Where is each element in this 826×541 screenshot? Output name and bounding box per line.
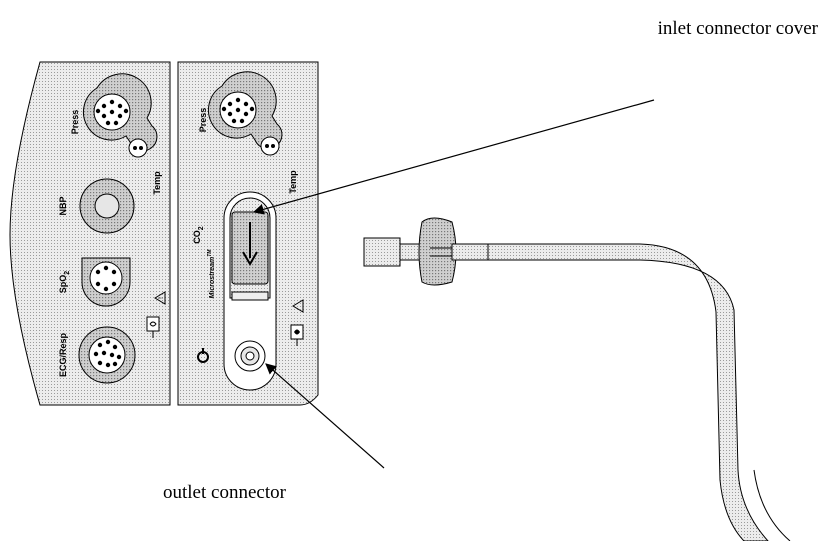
- outlet-callout-line: [265, 363, 385, 469]
- left-module: Press Temp NBP SpO2 !: [9, 61, 171, 406]
- svg-text:!: !: [158, 297, 165, 299]
- sampling-line: [363, 217, 791, 541]
- right-module: Press Temp CO2 MicrostreamTM: [177, 61, 319, 406]
- left-warning-icon: !: [154, 291, 166, 305]
- spo2-connector[interactable]: [81, 257, 131, 307]
- inlet-callout-line: [252, 99, 655, 215]
- outlet-connector[interactable]: [234, 340, 266, 372]
- nbp-label: NBP: [58, 196, 68, 215]
- microstream-label: MicrostreamTM: [207, 249, 216, 299]
- spo2-label: SpO2: [58, 271, 71, 294]
- left-temp-label: Temp: [152, 171, 162, 195]
- ecg-label: ECG/Resp: [58, 332, 68, 377]
- right-press-label: Press: [198, 108, 208, 133]
- nbp-connector[interactable]: [79, 178, 135, 234]
- exhaust-icon: [197, 348, 209, 363]
- right-temp-label: Temp: [288, 170, 298, 194]
- left-press-label: Press: [70, 110, 80, 135]
- tube-body: [487, 243, 769, 541]
- luer-fitting: [418, 217, 457, 286]
- right-warning-icon: [292, 299, 304, 313]
- ecg-connector[interactable]: [78, 326, 136, 384]
- co2-label: CO2: [192, 226, 205, 244]
- left-defib-icon: [146, 316, 160, 338]
- right-defib-icon: [290, 324, 304, 346]
- tube-tip: [363, 237, 401, 267]
- inlet-connector-cover[interactable]: [231, 211, 269, 301]
- outlet-connector-label: outlet connector: [163, 482, 287, 503]
- press-connector-right[interactable]: [208, 71, 283, 156]
- press-connector-left[interactable]: [83, 73, 158, 158]
- inlet-connector-cover-label: inlet connector cover: [658, 18, 819, 39]
